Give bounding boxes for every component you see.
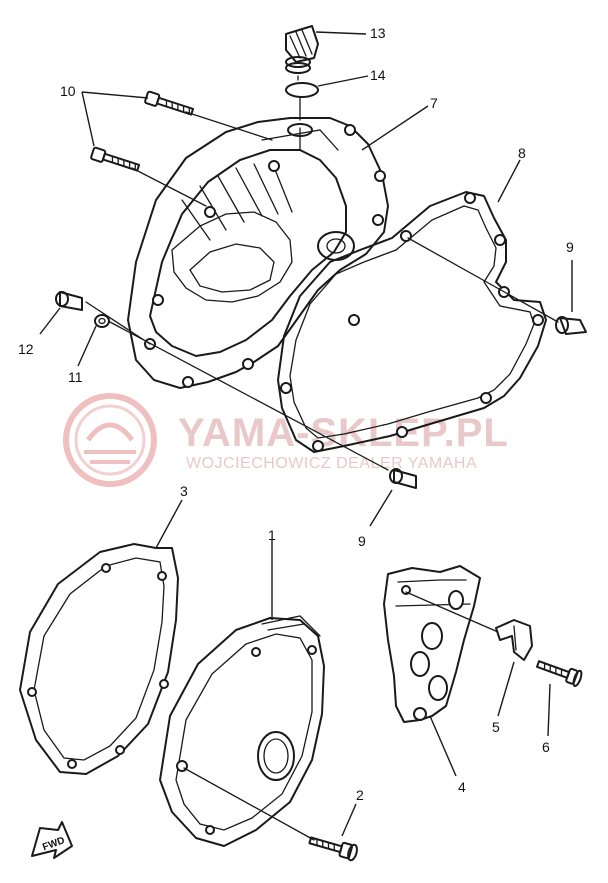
watermark: YAMA-SKLEP.PL WOJCIECHOWICZ DEALER YAMAH… bbox=[63, 393, 509, 487]
callout-8: 8 bbox=[518, 145, 526, 161]
part-13-oil-filler-plug bbox=[285, 25, 319, 74]
part-10-bolts bbox=[90, 90, 195, 172]
part-11-washer bbox=[94, 314, 110, 328]
part-4-guard-plate bbox=[383, 565, 481, 723]
part-9-dowel-pin-lower bbox=[389, 468, 417, 489]
alignment-lines bbox=[85, 75, 559, 841]
callout-10: 10 bbox=[60, 83, 76, 99]
callout-1: 1 bbox=[268, 527, 276, 543]
callout-6: 6 bbox=[542, 739, 550, 755]
callout-9-lower: 9 bbox=[358, 533, 366, 549]
part-2-bolt bbox=[308, 836, 358, 862]
callout-5: 5 bbox=[492, 719, 500, 735]
callout-7: 7 bbox=[430, 95, 438, 111]
forward-arrow-icon: FWD bbox=[31, 821, 73, 859]
callout-11: 11 bbox=[68, 369, 83, 385]
callout-14: 14 bbox=[370, 67, 386, 83]
part-6-bolt bbox=[535, 660, 583, 687]
part-14-o-ring bbox=[285, 82, 319, 98]
leader-lines bbox=[39, 31, 573, 837]
callout-12: 12 bbox=[18, 341, 34, 357]
callout-13: 13 bbox=[370, 25, 386, 41]
callout-9-upper: 9 bbox=[566, 239, 574, 255]
part-5-clamp bbox=[495, 619, 533, 661]
callout-4: 4 bbox=[458, 779, 466, 795]
part-1-outer-cover bbox=[159, 615, 325, 847]
watermark-logo-icon bbox=[63, 393, 157, 487]
callout-3: 3 bbox=[180, 483, 188, 499]
callouts: 13 14 7 8 9 10 12 11 9 3 1 2 4 5 6 bbox=[18, 25, 574, 803]
part-12-dowel-pin bbox=[55, 291, 83, 311]
part-7-crankcase-cover bbox=[127, 117, 389, 389]
callout-2: 2 bbox=[356, 787, 364, 803]
part-3-gasket bbox=[19, 543, 179, 775]
part-9-dowel-pin-upper bbox=[555, 316, 587, 335]
watermark-subtitle: WOJCIECHOWICZ DEALER YAMAHA bbox=[186, 455, 477, 472]
watermark-title: YAMA-SKLEP.PL bbox=[178, 411, 509, 455]
